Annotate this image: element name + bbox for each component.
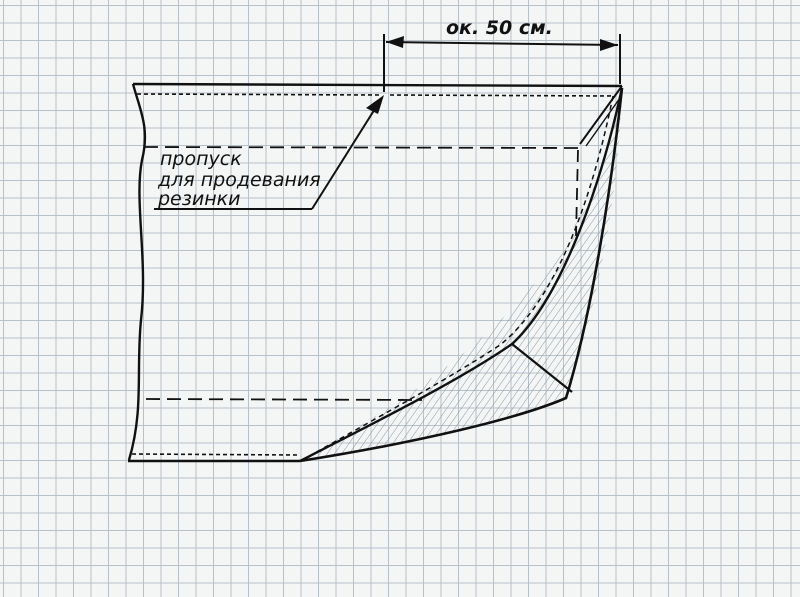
outer-curve-edge bbox=[299, 87, 624, 463]
annotation-leader-line bbox=[311, 103, 379, 210]
dimension-arrow-right-icon bbox=[600, 39, 618, 51]
top-edge-line bbox=[132, 82, 623, 88]
annotation-arrow-icon bbox=[366, 95, 384, 114]
dimension-arrow-left-icon bbox=[386, 36, 404, 48]
corner-fold-line bbox=[579, 85, 623, 145]
bottom-stitch-line bbox=[131, 453, 299, 456]
dimension-label: ок. 50 см. bbox=[446, 17, 553, 39]
annotation-line-1: пропуск bbox=[160, 148, 242, 170]
top-stitch-line-left bbox=[136, 93, 381, 96]
vertical-dashed-line bbox=[575, 149, 579, 237]
crease-line bbox=[511, 343, 573, 393]
corner-fold-line-2 bbox=[585, 97, 621, 147]
left-edge-line bbox=[127, 83, 147, 461]
shaded-fold-flap bbox=[300, 88, 622, 460]
top-stitch-line-right bbox=[389, 94, 615, 97]
casing-fold-line bbox=[143, 146, 579, 149]
inner-dashed-curve bbox=[305, 95, 614, 459]
annotation-line-3: резинки bbox=[157, 188, 240, 210]
dimension-line bbox=[385, 41, 619, 46]
hem-fold-line bbox=[145, 398, 423, 401]
annotation-line-2: для продевания bbox=[157, 169, 321, 191]
